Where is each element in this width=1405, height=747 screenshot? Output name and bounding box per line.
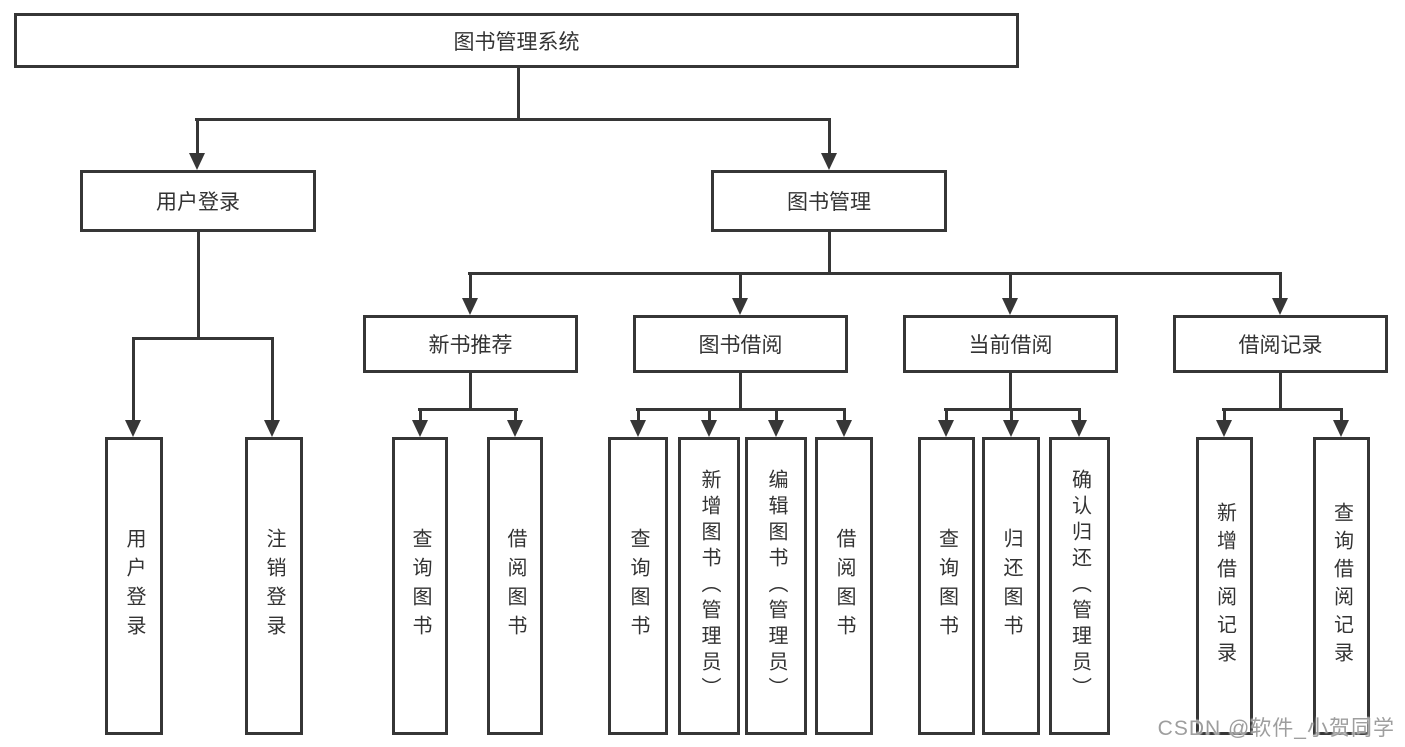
arrow-down-icon [938, 420, 954, 437]
connector-bb-borrow-stem [843, 408, 846, 426]
node-leaf-br-query-record: 查询借阅记录 [1313, 437, 1370, 735]
connector-br-query-stem [1340, 408, 1343, 426]
arrow-down-icon [630, 420, 646, 437]
arrow-down-icon [701, 420, 717, 437]
node-leaf-cb-return-books: 归还图书 [982, 437, 1040, 735]
node-leaf-nbr-borrow-books: 借阅图书 [487, 437, 543, 735]
arrow-down-icon [264, 420, 280, 437]
node-current-borrow: 当前借阅 [903, 315, 1118, 373]
arrow-down-icon [821, 153, 837, 170]
arrow-down-icon [768, 420, 784, 437]
arrow-down-icon [462, 298, 478, 315]
connector-book-mgmt-down [828, 232, 831, 274]
connector-cb-down [1009, 373, 1012, 410]
connector-nbr-bar [418, 408, 518, 411]
connector-bb-edit-stem [775, 408, 778, 426]
node-new-book-rec: 新书推荐 [363, 315, 578, 373]
connector-level2-bar [195, 118, 831, 121]
connector-bb-bar [636, 408, 846, 411]
node-leaf-bb-add-books: 新增图书（管理员） [678, 437, 740, 735]
connector-user-login-stem [196, 118, 199, 156]
arrow-down-icon [732, 298, 748, 315]
connector-bb-query-stem [637, 408, 640, 426]
connector-user-login-bar [132, 337, 274, 340]
arrow-down-icon [507, 420, 523, 437]
arrow-down-icon [836, 420, 852, 437]
connector-nbr-down [469, 373, 472, 410]
node-leaf-cb-confirm-return: 确认归还（管理员） [1049, 437, 1110, 735]
node-book-mgmt: 图书管理 [711, 170, 947, 232]
connector-borrow-records-stem [1279, 272, 1282, 303]
node-leaf-br-add-record: 新增借阅记录 [1196, 437, 1253, 735]
connector-book-borrow-stem [739, 272, 742, 303]
arrow-down-icon [1002, 298, 1018, 315]
connector-current-borrow-stem [1009, 272, 1012, 303]
connector-user-login-down [197, 232, 200, 339]
connector-bb-add-stem [708, 408, 711, 426]
connector-cb-query-stem [945, 408, 948, 426]
arrow-down-icon [1272, 298, 1288, 315]
connector-cb-return-stem [1010, 408, 1013, 426]
arrow-down-icon [1333, 420, 1349, 437]
arrow-down-icon [1071, 420, 1087, 437]
connector-login-stem [132, 337, 135, 426]
node-leaf-bb-edit-books: 编辑图书（管理员） [745, 437, 807, 735]
connector-br-add-stem [1223, 408, 1226, 426]
connector-cb-confirm-stem [1078, 408, 1081, 426]
node-root: 图书管理系统 [14, 13, 1019, 68]
connector-level3-bar [468, 272, 1282, 275]
connector-bb-down [739, 373, 742, 410]
connector-new-book-rec-stem [469, 272, 472, 303]
node-leaf-logout: 注销登录 [245, 437, 303, 735]
connector-root-stem [517, 68, 520, 118]
arrow-down-icon [1003, 420, 1019, 437]
connector-nbr-query-stem [419, 408, 422, 426]
node-leaf-bb-query-books: 查询图书 [608, 437, 668, 735]
arrow-down-icon [125, 420, 141, 437]
connector-nbr-borrow-stem [514, 408, 517, 426]
connector-book-mgmt-stem [828, 118, 831, 156]
connector-br-down [1279, 373, 1282, 410]
arrow-down-icon [412, 420, 428, 437]
arrow-down-icon [189, 153, 205, 170]
arrow-down-icon [1216, 420, 1232, 437]
node-book-borrow: 图书借阅 [633, 315, 848, 373]
node-user-login: 用户登录 [80, 170, 316, 232]
node-leaf-bb-borrow-books: 借阅图书 [815, 437, 873, 735]
csdn-watermark: CSDN @软件_小贺同学 [1157, 717, 1395, 740]
connector-logout-stem [271, 337, 274, 426]
connector-br-bar [1222, 408, 1343, 411]
node-leaf-cb-query-books: 查询图书 [918, 437, 975, 735]
node-leaf-user-login: 用户登录 [105, 437, 163, 735]
node-leaf-nbr-query-books: 查询图书 [392, 437, 448, 735]
node-borrow-records: 借阅记录 [1173, 315, 1388, 373]
